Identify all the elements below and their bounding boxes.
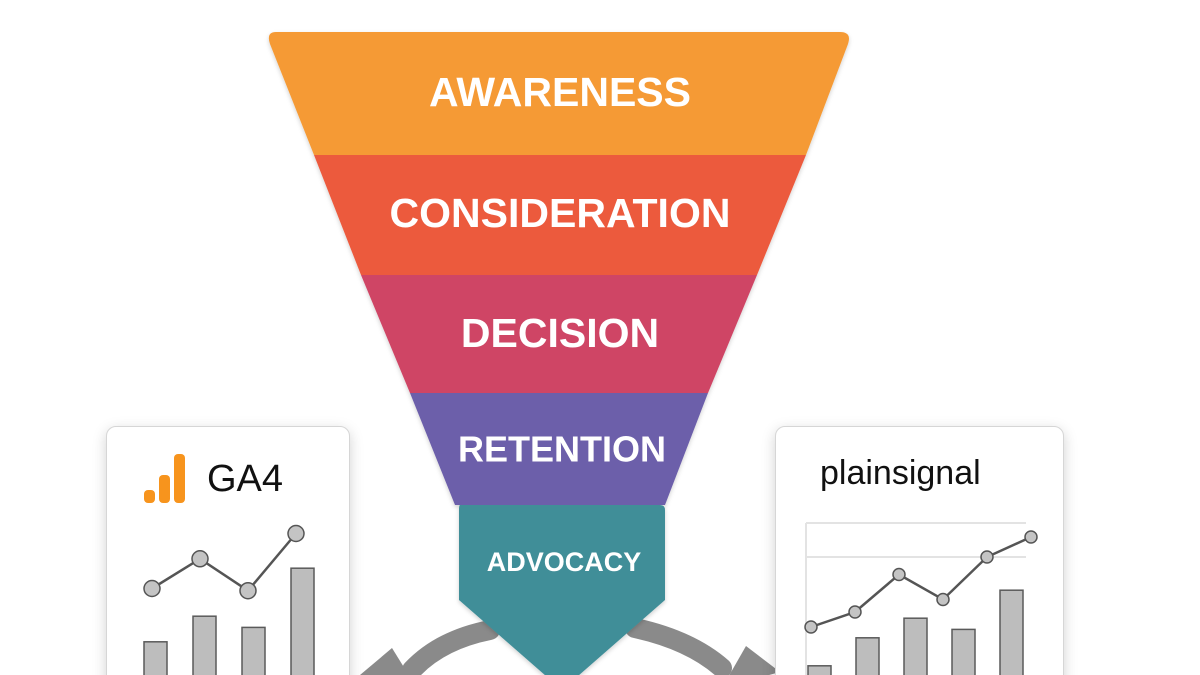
stage-label-awareness: AWARENESS: [429, 69, 691, 115]
ga4-logo-icon: [144, 454, 185, 503]
stage-label-decision: DECISION: [461, 310, 659, 356]
left-curved-arrow: [402, 620, 500, 675]
plainsignal-card-graphic: plainsignal: [804, 454, 1038, 675]
plainsignal-bar-chart: [807, 589, 1024, 675]
plainsignal-point-3: [936, 592, 950, 607]
plainsignal-series-line: [810, 535, 1032, 629]
plainsignal-point-2: [892, 567, 906, 582]
plainsignal-bar-0: [807, 665, 832, 675]
funnel-stage-advocacy: [459, 505, 665, 675]
plainsignal-point-4: [980, 550, 994, 564]
right-curved-arrow: [625, 618, 732, 675]
left-arrow-head-icon: [360, 648, 409, 675]
right-arrow-head-icon: [729, 646, 780, 675]
ga4-series-line: [151, 532, 297, 593]
ga4-point-0: [143, 579, 161, 598]
ga4-bar-3: [290, 567, 315, 675]
plainsignal-card: plainsignal: [775, 426, 1064, 675]
ga4-card: GA4: [106, 426, 350, 675]
plainsignal-bar-3: [951, 628, 976, 675]
plainsignal-line-chart: [804, 530, 1038, 634]
plainsignal-bar-4: [999, 589, 1024, 675]
ga4-bar-chart: [143, 567, 315, 675]
funnel-stage-retention: [410, 393, 708, 505]
ga4-line-chart: [143, 524, 305, 600]
plainsignal-point-5: [1024, 530, 1038, 544]
funnel-stage-decision: [361, 275, 757, 393]
stage-label-retention: RETENTION: [458, 429, 666, 470]
ga4-bar-2: [241, 626, 266, 675]
ga4-bar-0: [143, 641, 168, 675]
ga4-brand-label: GA4: [207, 458, 283, 500]
plainsignal-point-0: [804, 620, 818, 634]
funnel-stage-awareness: [268, 32, 849, 155]
plainsignal-brand-label: plainsignal: [820, 454, 981, 492]
plainsignal-point-1: [848, 605, 862, 619]
funnel-stage-consideration: [314, 155, 806, 275]
stage-label-consideration: CONSIDERATION: [390, 190, 731, 236]
ga4-point-3: [287, 524, 305, 543]
plainsignal-bar-2: [903, 617, 928, 675]
plainsignal-bar-1: [855, 637, 880, 675]
ga4-bar-1: [192, 615, 217, 675]
stage-label-advocacy: ADVOCACY: [487, 547, 642, 577]
ga4-point-1: [191, 550, 209, 568]
ga4-card-graphic: GA4: [143, 454, 315, 675]
ga4-point-2: [239, 581, 257, 600]
